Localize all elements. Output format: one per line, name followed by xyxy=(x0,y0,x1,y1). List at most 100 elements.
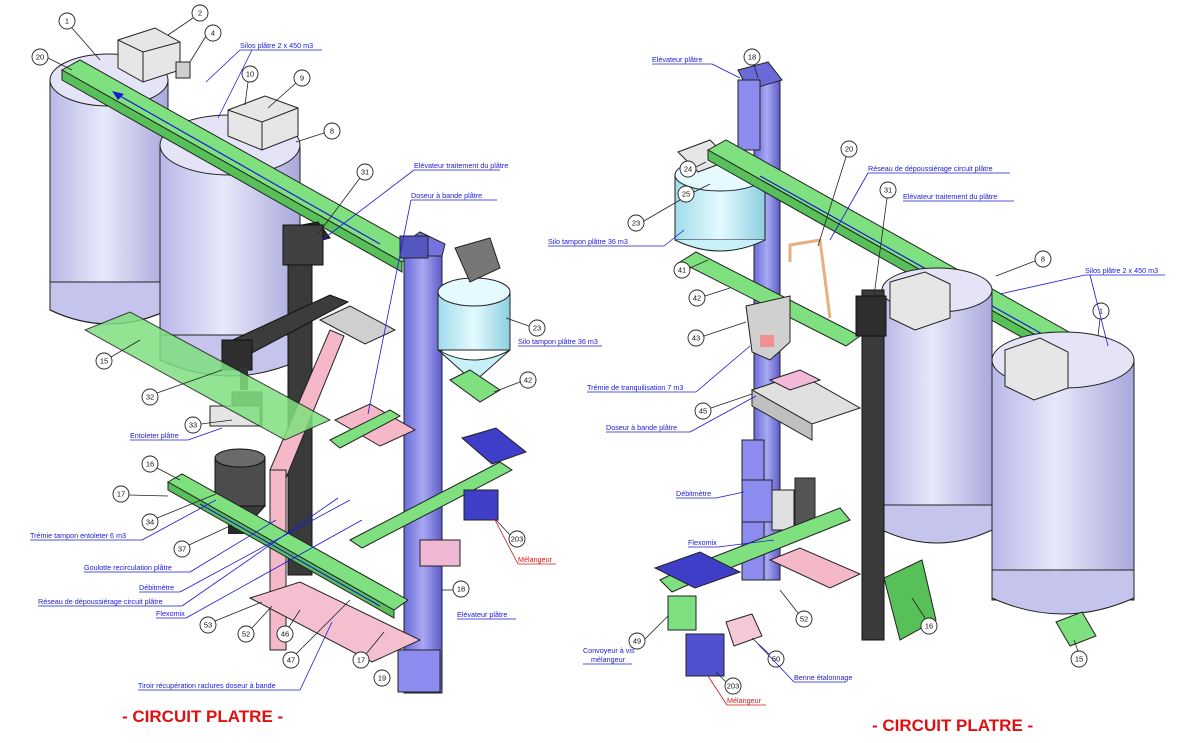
label-melangeur-right: Mélangeur xyxy=(707,675,766,706)
label-tiroir-left: Tiroir récupération raclures doseur à ba… xyxy=(138,621,333,691)
svg-text:Goulotte recirculation plâtre: Goulotte recirculation plâtre xyxy=(84,563,172,572)
doseur-frame-left xyxy=(318,305,417,449)
svg-text:42: 42 xyxy=(524,376,532,385)
svg-text:Débitmètre: Débitmètre xyxy=(676,489,711,498)
svg-text:Réseau de dépoussiérage circui: Réseau de dépoussiérage circuit plâtre xyxy=(38,597,163,606)
bubble-18-right: 18 xyxy=(743,48,761,79)
svg-text:Trémie tampon entoleter 6 m3: Trémie tampon entoleter 6 m3 xyxy=(30,531,126,540)
svg-text:31: 31 xyxy=(361,168,369,177)
label-doseur-right: Doseur à bande plâtre xyxy=(606,395,757,433)
silo-filter-right-2 xyxy=(1004,337,1069,401)
bubble-53: 53 xyxy=(199,601,263,634)
right-view xyxy=(653,61,1135,677)
svg-text:Flexomix: Flexomix xyxy=(156,609,185,618)
label-debitmetre-left: Débitmètre xyxy=(139,499,351,593)
svg-text:Elévateur traitement du plâtre: Elévateur traitement du plâtre xyxy=(414,161,508,170)
bubble-24: 24 xyxy=(679,160,707,178)
bubble-47: 47 xyxy=(282,599,351,669)
svg-text:18: 18 xyxy=(748,53,756,62)
svg-text:Silo tampon plâtre 36 m3: Silo tampon plâtre 36 m3 xyxy=(518,337,598,346)
bubble-10: 10 xyxy=(241,65,259,106)
bubble-32: 32 xyxy=(141,369,223,406)
silo-filter-1 xyxy=(117,27,191,83)
svg-text:52: 52 xyxy=(800,615,808,624)
svg-text:Flexomix: Flexomix xyxy=(688,538,717,547)
svg-text:Réseau de dépoussiérage circui: Réseau de dépoussiérage circuit plâtre xyxy=(868,164,993,173)
svg-text:10: 10 xyxy=(246,70,254,79)
label-tremie-right: Trémie de tranquilisation 7 m3 xyxy=(587,345,751,393)
lower-conveyor-left xyxy=(166,473,409,619)
bubble-23: 23 xyxy=(505,317,546,337)
svg-text:mélangeur: mélangeur xyxy=(591,655,626,664)
svg-text:32: 32 xyxy=(146,393,154,402)
svg-text:15: 15 xyxy=(100,357,108,366)
label-flexomix-right: Flexomix xyxy=(688,538,775,548)
bubble-31-right: 31 xyxy=(873,181,897,297)
bubble-1: 1 xyxy=(58,12,101,61)
svg-text:46: 46 xyxy=(281,630,289,639)
svg-text:24: 24 xyxy=(684,165,692,174)
bubble-203-left: 203 xyxy=(495,519,526,548)
bubble-15-right: 15 xyxy=(1070,639,1088,668)
svg-text:16: 16 xyxy=(146,460,154,469)
bubble-4: 4 xyxy=(189,24,222,63)
svg-text:Convoyeur à vis: Convoyeur à vis xyxy=(583,646,635,655)
svg-text:16: 16 xyxy=(925,622,933,631)
left-view xyxy=(49,27,528,694)
bubble-23-right: 23 xyxy=(627,199,681,232)
svg-text:203: 203 xyxy=(511,535,524,544)
label-melangeur-left: Mélangeur xyxy=(493,517,556,565)
svg-text:41: 41 xyxy=(678,266,686,275)
svg-text:52: 52 xyxy=(242,630,250,639)
svg-text:43: 43 xyxy=(692,334,700,343)
label-elevateur-platre-left: Elévateur plâtre xyxy=(457,610,516,620)
title-left: - CIRCUIT PLATRE - xyxy=(122,707,283,726)
svg-text:18: 18 xyxy=(457,585,465,594)
label-elevateur-platre-right: Elévateur plâtre xyxy=(652,55,741,79)
bracket-42-left xyxy=(449,369,501,403)
svg-text:1: 1 xyxy=(65,17,69,26)
svg-text:33: 33 xyxy=(189,421,197,430)
svg-text:Entoleter plâtre: Entoleter plâtre xyxy=(130,431,179,440)
svg-text:23: 23 xyxy=(533,324,541,333)
silo-support-left xyxy=(83,311,332,441)
bubble-16: 16 xyxy=(141,455,181,481)
bracket-15-right xyxy=(1055,611,1097,647)
bubble-46: 46 xyxy=(276,609,301,643)
bubble-52-left: 52 xyxy=(237,605,273,643)
silo-filter-right-1 xyxy=(889,271,951,331)
svg-text:9: 9 xyxy=(300,74,304,83)
svg-text:203: 203 xyxy=(727,682,740,691)
svg-text:37: 37 xyxy=(178,545,186,554)
dust-network-right xyxy=(788,238,832,319)
bubble-20: 20 xyxy=(31,48,73,71)
bubble-33: 33 xyxy=(184,416,233,434)
svg-text:34: 34 xyxy=(146,518,154,527)
silo-filter-2 xyxy=(227,95,299,151)
svg-text:8: 8 xyxy=(1041,255,1045,264)
label-entoleter-left: Entoleter plâtre xyxy=(130,427,223,441)
label-flexomix-left: Flexomix xyxy=(156,519,363,619)
svg-text:49: 49 xyxy=(633,637,641,646)
svg-text:8: 8 xyxy=(330,127,334,136)
elevator-traitement-right xyxy=(855,289,887,641)
svg-text:Débitmètre: Débitmètre xyxy=(139,583,174,592)
bubble-203-right: 203 xyxy=(715,671,742,695)
bubble-17a: 17 xyxy=(112,485,169,503)
svg-text:1: 1 xyxy=(1099,307,1103,316)
bubble-1-right: 1 xyxy=(1092,302,1110,337)
svg-text:15: 15 xyxy=(1075,655,1083,664)
svg-text:Silos plâtre 2 x 450 m3: Silos plâtre 2 x 450 m3 xyxy=(240,41,313,50)
bubble-31: 31 xyxy=(317,163,374,235)
svg-text:Elévateur plâtre: Elévateur plâtre xyxy=(652,55,702,64)
title-right: - CIRCUIT PLATRE - xyxy=(872,716,1033,735)
benne-right xyxy=(725,613,763,647)
elevator-platre-left xyxy=(397,231,446,694)
bubble-9: 9 xyxy=(267,69,311,109)
svg-text:20: 20 xyxy=(36,53,44,62)
bubble-42-right: 42 xyxy=(688,287,731,307)
top-conveyor-left xyxy=(60,59,421,273)
svg-text:Elévateur plâtre: Elévateur plâtre xyxy=(457,610,507,619)
svg-text:2: 2 xyxy=(198,9,202,18)
svg-text:17: 17 xyxy=(117,490,125,499)
